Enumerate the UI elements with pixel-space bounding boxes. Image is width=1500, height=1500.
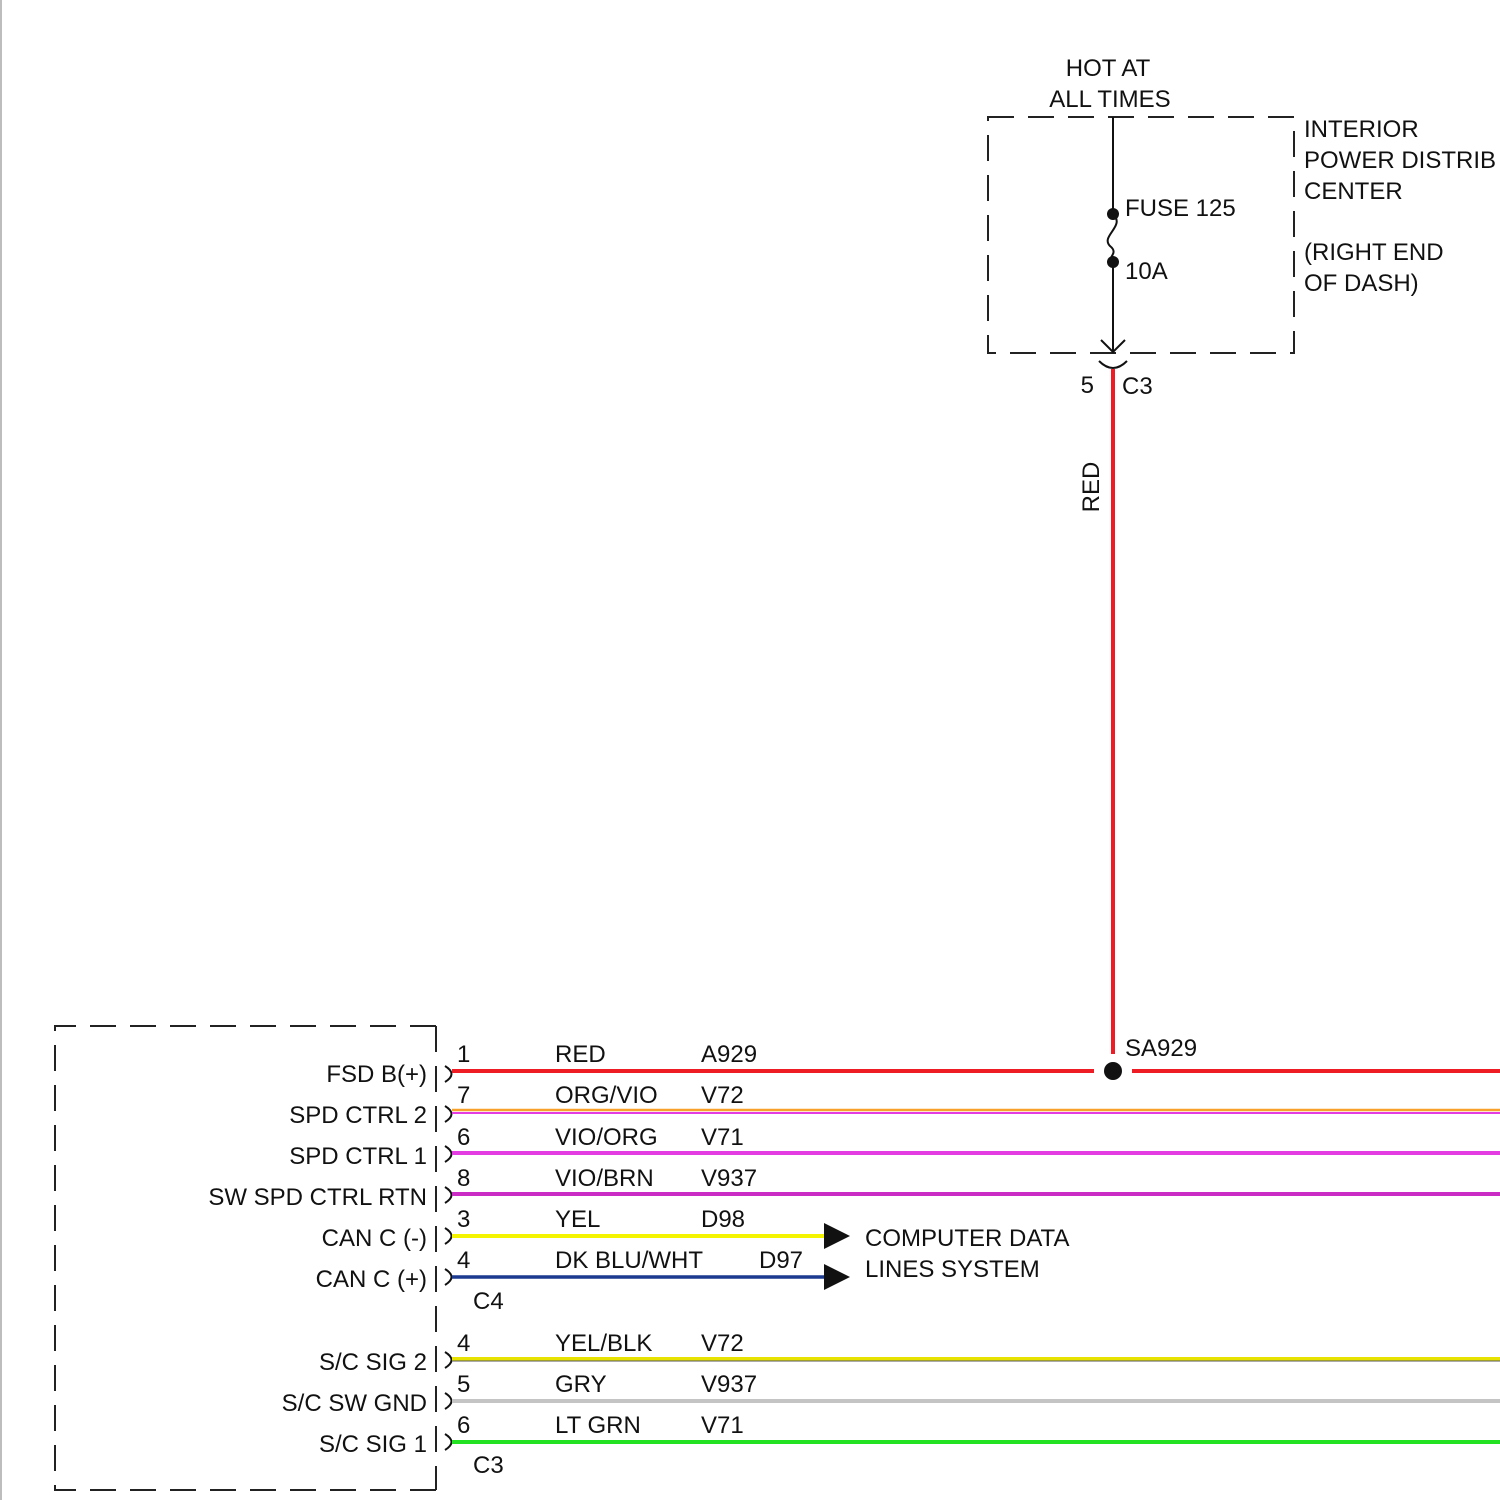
module-frame (55, 1026, 436, 1490)
wire-color-label: ORG/VIO (555, 1082, 658, 1109)
destination-line2: LINES SYSTEM (865, 1256, 1040, 1283)
wire-row: S/C SW GND 5 GRY V937 (282, 1371, 1500, 1417)
pin-number: 1 (457, 1041, 470, 1068)
pin-number: 6 (457, 1124, 470, 1151)
wire-row: SPD CTRL 1 6 VIO/ORG V71 (289, 1124, 1500, 1170)
splice-label: SA929 (1125, 1035, 1197, 1062)
circuit-id: V937 (701, 1165, 757, 1192)
supply-wire-color-label: RED (1078, 462, 1105, 513)
pin-function-label: FSD B(+) (326, 1061, 427, 1088)
pin-connector-mark (445, 1066, 452, 1082)
splice-point (1104, 1062, 1122, 1080)
pin-number: 5 (457, 1371, 470, 1398)
connector-arc-female (1099, 361, 1127, 368)
power-distribution-center: HOT AT ALL TIMES INTERIOR POWER DISTRIB … (988, 55, 1496, 400)
circuit-id: A929 (701, 1041, 757, 1068)
wire-row: CAN C (+) 4 DK BLU/WHT D97 (316, 1247, 850, 1293)
pin-function-label: CAN C (+) (316, 1266, 427, 1293)
module-box: C4 C3 (55, 1026, 504, 1490)
circuit-id: V71 (701, 1412, 744, 1439)
pin-connector-mark (445, 1187, 452, 1203)
wire-color-label: GRY (555, 1371, 607, 1398)
pin-function-label: SPD CTRL 1 (289, 1143, 427, 1170)
circuit-id: V937 (701, 1371, 757, 1398)
all-times-label: ALL TIMES (1049, 86, 1170, 113)
fuse-name-label: FUSE 125 (1125, 195, 1236, 222)
c4-connector-label: C4 (473, 1288, 504, 1315)
wire-color-label: VIO/ORG (555, 1124, 658, 1151)
wire-row: SW SPD CTRL RTN 8 VIO/BRN V937 (208, 1165, 1500, 1211)
arrow-icon (824, 1223, 850, 1249)
wire-color-label: LT GRN (555, 1412, 641, 1439)
pin-number: 8 (457, 1165, 470, 1192)
pin-function-label: S/C SIG 1 (319, 1431, 427, 1458)
pin-connector-mark (445, 1228, 452, 1244)
pin-function-label: SW SPD CTRL RTN (208, 1184, 427, 1211)
wire-color-label: YEL (555, 1206, 600, 1233)
c3-connector-label: C3 (473, 1452, 504, 1479)
fuse-rating-label: 10A (1125, 258, 1168, 285)
wire-color-label: VIO/BRN (555, 1165, 654, 1192)
circuit-id: V72 (701, 1082, 744, 1109)
pin-function-label: S/C SIG 2 (319, 1349, 427, 1376)
arrow-icon (824, 1264, 850, 1290)
pin-function-label: CAN C (-) (322, 1225, 427, 1252)
wire-row: S/C SIG 2 4 YEL/BLK V72 (319, 1330, 1500, 1376)
circuit-id: V71 (701, 1124, 744, 1151)
pin-number: 4 (457, 1330, 470, 1357)
pin-number: 6 (457, 1412, 470, 1439)
pin-function-label: SPD CTRL 2 (289, 1102, 427, 1129)
circuit-id: D98 (701, 1206, 745, 1233)
pin-number: 4 (457, 1247, 470, 1274)
pin-number: 3 (457, 1206, 470, 1233)
pin-number: 7 (457, 1082, 470, 1109)
hot-at-label: HOT AT (1066, 55, 1151, 82)
ipdc-location-line1: (RIGHT END (1304, 239, 1444, 266)
ipdc-title-line3: CENTER (1304, 178, 1403, 205)
wire-row: CAN C (-) 3 YEL D98 (322, 1206, 850, 1252)
pin-connector-mark (445, 1106, 452, 1122)
pin-connector-mark (445, 1146, 452, 1162)
circuit-id: V72 (701, 1330, 744, 1357)
supply-pin-label: 5 (1081, 372, 1094, 399)
wire-color-label: YEL/BLK (555, 1330, 652, 1357)
destination-line1: COMPUTER DATA (865, 1225, 1069, 1252)
pin-function-label: S/C SW GND (282, 1390, 427, 1417)
pin-connector-mark (445, 1352, 452, 1368)
wire-color-label: DK BLU/WHT (555, 1247, 703, 1274)
wire-row: FSD B(+) 1 RED A929 (326, 1041, 1500, 1088)
circuit-id: D97 (759, 1247, 803, 1274)
wire-row: SPD CTRL 2 7 ORG/VIO V72 (289, 1082, 1500, 1129)
supply-connector-label: C3 (1122, 373, 1153, 400)
ipdc-title-line2: POWER DISTRIB (1304, 147, 1496, 174)
pin-connector-mark (445, 1269, 452, 1285)
pin-connector-mark (445, 1434, 452, 1450)
ipdc-location-line2: OF DASH) (1304, 270, 1419, 297)
fuse-symbol (1108, 214, 1117, 262)
ipdc-frame (988, 117, 1294, 353)
pin-connector-mark (445, 1393, 452, 1409)
ipdc-title-line1: INTERIOR (1304, 116, 1419, 143)
wire-color-label: RED (555, 1041, 606, 1068)
